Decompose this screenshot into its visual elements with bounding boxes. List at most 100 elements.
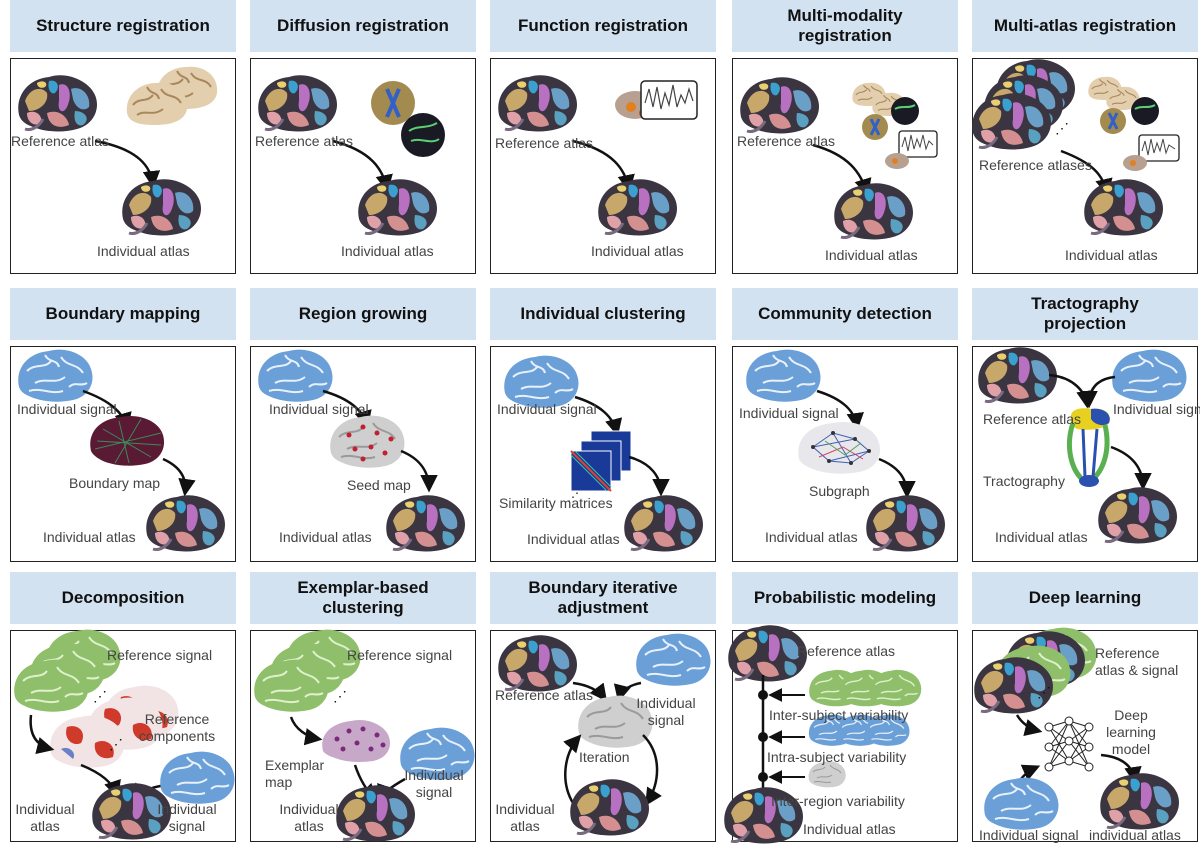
label-reference-atlas-signal: Reference atlas & signal xyxy=(1095,645,1179,678)
label-reference-atlas: Reference atlas xyxy=(737,133,836,149)
model-node xyxy=(758,690,768,700)
label-individual-signal: Individual signal xyxy=(636,695,696,728)
diagram-graphic xyxy=(257,348,467,553)
panel-title: Individual clustering xyxy=(490,288,716,340)
activation-blob xyxy=(626,102,636,112)
label-reference-atlas: Reference atlas xyxy=(495,687,594,703)
panel-diagram: Reference atlas Individual atlas xyxy=(10,58,236,274)
individual-signal-brain xyxy=(1111,348,1188,403)
bold-timeseries xyxy=(644,84,694,110)
model-node xyxy=(758,772,768,782)
ellipsis-dots: ⋰ xyxy=(333,688,347,704)
panel-title: Multi-atlas registration xyxy=(972,0,1198,52)
label-individual-signal: Individual signal xyxy=(497,401,597,417)
tractography-image xyxy=(891,97,919,125)
flow-arrow xyxy=(812,143,872,197)
individual-atlas-brain xyxy=(596,177,679,237)
diagram-graphic: ⋰ xyxy=(503,354,705,553)
flow-arrow xyxy=(1110,445,1152,491)
panel-diagram: Reference atlas Individual atlas xyxy=(490,58,716,274)
label-similarity-matrices: Similarity matrices xyxy=(499,495,613,511)
flow-arrow xyxy=(642,734,662,806)
fiber-cross xyxy=(1107,112,1119,130)
reference-signal-brain xyxy=(13,658,90,713)
ellipsis-dots: ⋰ xyxy=(93,688,107,704)
label-reference-atlases: Reference atlases xyxy=(979,157,1092,173)
tractography-image xyxy=(1131,97,1159,125)
bold-timeseries xyxy=(1141,138,1176,156)
panel-title: Multi-modality registration xyxy=(732,0,958,52)
label-individual-signal: Individual signal xyxy=(1113,401,1200,417)
label-iteration: Iteration xyxy=(579,749,630,765)
bold-timeseries-box xyxy=(640,80,698,120)
boundary-map-brain xyxy=(90,415,165,466)
panel-title: Decomposition xyxy=(10,572,236,624)
label-individual-signal: Individual signal xyxy=(404,767,464,800)
reference-atlas-brain xyxy=(16,73,99,133)
exemplar-map-brain xyxy=(322,719,391,762)
panel-diagram: Reference atlas Individual signal Tracto… xyxy=(972,345,1200,562)
activation-blob xyxy=(892,158,898,164)
flow-arrow xyxy=(574,395,623,437)
flow-arrow xyxy=(628,455,670,497)
diagram-graphic: ⋰ xyxy=(253,628,476,843)
label-reference-atlas: Reference atlas xyxy=(495,135,594,151)
flow-arrow xyxy=(162,457,196,497)
label-individual-atlas: Individual atlas xyxy=(279,529,372,545)
label-individual-signal: Individual signal xyxy=(157,801,217,834)
diagram-graphic: ⋰ xyxy=(972,626,1181,831)
label-tractography: Tractography xyxy=(983,473,1065,489)
panel-title: Tractography projection xyxy=(972,288,1198,340)
tractography-bundle xyxy=(1067,408,1110,487)
individual-atlas-brain xyxy=(622,493,705,553)
diagram-graphic xyxy=(496,73,698,237)
label-exemplar-map: Exemplar map xyxy=(265,757,325,790)
label-reference-atlas: Reference atlas xyxy=(797,643,896,659)
label-seed-map: Seed map xyxy=(347,477,411,493)
fiber-tracts xyxy=(1134,104,1156,110)
diagram-graphic xyxy=(976,345,1188,545)
flow-arrow xyxy=(400,449,438,493)
individual-signal-brain xyxy=(745,348,822,403)
flow-arrow xyxy=(1080,375,1116,409)
label-reference-signal: Reference signal xyxy=(347,647,453,663)
individual-signal-brain xyxy=(503,354,580,409)
panel-diagram: ⋰ ⋰ Reference signal Reference component… xyxy=(10,628,236,842)
label-individual-atlas: Individual atlas xyxy=(279,801,339,834)
ellipsis-dots: ⋰ xyxy=(1037,684,1051,700)
diagram-graphic xyxy=(496,632,712,837)
fiber-cross xyxy=(869,118,881,136)
subgraph-brain xyxy=(798,421,881,474)
diagram-graphic xyxy=(256,73,445,237)
panel-title: Community detection xyxy=(732,288,958,340)
panel-diagram: ⋰ Reference atlas & signal Deep learning… xyxy=(972,626,1198,843)
neural-network-icon xyxy=(1044,716,1094,772)
label-individual-atlas: Individual atlas xyxy=(825,247,918,263)
seed-map-brain xyxy=(329,414,406,469)
fiber-cross xyxy=(385,88,401,118)
label-individual-atlas: Individual atlas xyxy=(803,821,896,837)
label-deep-learning-model: Deep learning model xyxy=(1106,707,1156,757)
individual-atlas-brain xyxy=(1082,177,1165,237)
reference-atlas-brain xyxy=(496,73,579,133)
diagram-graphic xyxy=(738,75,938,241)
label-reference-atlas: Reference atlas xyxy=(11,133,110,149)
panel-title: Region growing xyxy=(250,288,476,340)
individual-atlas-brain xyxy=(864,493,947,553)
label-reference-atlas: Reference atlas xyxy=(255,133,354,149)
tractography-image xyxy=(401,113,445,157)
individual-atlas-brain xyxy=(384,493,467,553)
label-individual-atlas: Individual atlas xyxy=(495,801,555,834)
reference-atlas-brain xyxy=(256,73,339,133)
individual-atlas-brain xyxy=(120,177,203,237)
diagram-graphic: ⋰ ⋰ xyxy=(13,628,236,841)
individual-signal-brain xyxy=(159,750,236,805)
panel-title: Boundary iterative adjustment xyxy=(490,572,716,624)
label-subgraph: Subgraph xyxy=(809,483,870,499)
panel-diagram: Reference atlas Individual atlas xyxy=(250,58,476,274)
activation-blob xyxy=(1130,160,1136,166)
flow-arrow xyxy=(563,734,582,804)
label-boundary-map: Boundary map xyxy=(69,475,161,491)
panel-diagram: Individual signal Boundary map Individua… xyxy=(10,346,236,562)
panel-title: Diffusion registration xyxy=(250,0,476,52)
